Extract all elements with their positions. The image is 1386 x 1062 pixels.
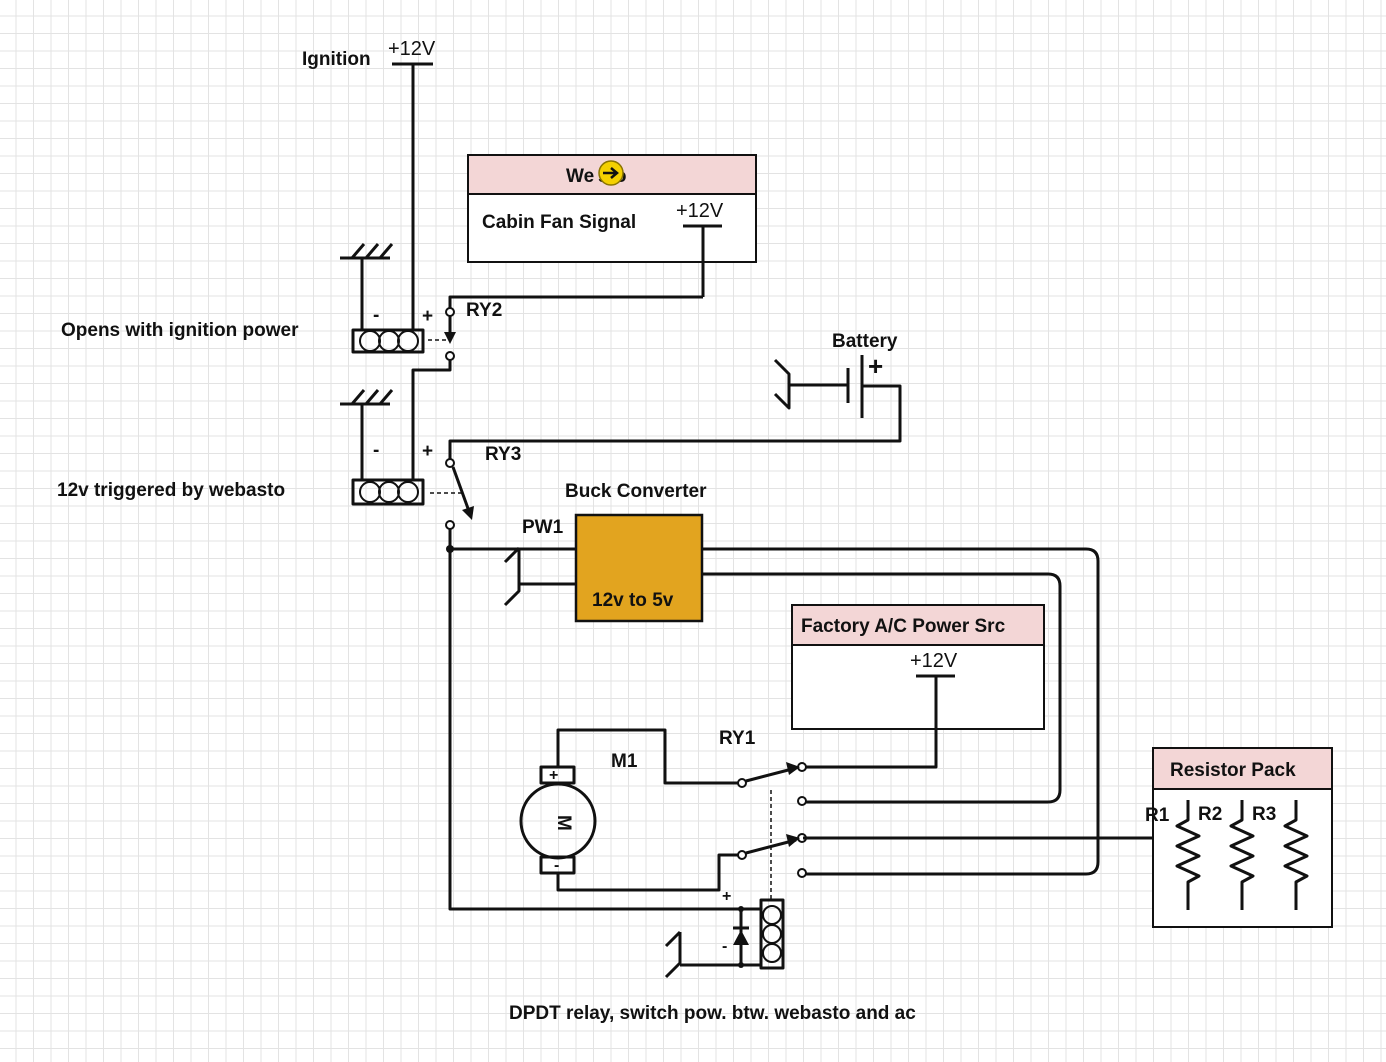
ac-voltage-label: +12V (910, 650, 958, 672)
resistor-title: Resistor Pack (1170, 760, 1296, 781)
battery-plus: + (868, 351, 883, 381)
relay-ry1: RY1 + - (664, 728, 807, 979)
buck-title: Buck Converter (565, 481, 707, 502)
webasto-voltage-label: +12V (676, 200, 724, 222)
pw1-label: PW1 (522, 517, 564, 538)
resistor-pack: Resistor Pack R1 R2 R3 (1145, 747, 1333, 928)
motor-minus: - (554, 857, 559, 874)
r1-label: R1 (1145, 805, 1170, 826)
resistor-r3 (1283, 800, 1309, 910)
ry1-plus: + (722, 888, 731, 905)
ry3-note: 12v triggered by webasto (57, 480, 285, 501)
r2-label: R2 (1198, 804, 1222, 825)
arrow-cursor-icon (598, 160, 624, 186)
motor-symbol: M (553, 815, 574, 831)
ry1-minus: - (722, 938, 727, 955)
m1-label: M1 (611, 751, 638, 772)
ry2-plus: + (422, 306, 433, 327)
ry2-minus: - (373, 305, 379, 326)
motor-m1: + - M M1 (519, 728, 738, 892)
ac-title: Factory A/C Power Src (801, 616, 1006, 637)
battery-label: Battery (832, 331, 898, 352)
webasto-box: We sto Cabin Fan Signal +12V (467, 154, 757, 297)
diagram-caption: DPDT relay, switch pow. btw. webasto and… (509, 1003, 916, 1024)
resistor-r2 (1229, 800, 1255, 910)
relay-ry3: - + RY3 12v triggered by webasto (57, 389, 521, 530)
resistor-r1 (1175, 800, 1201, 910)
ry1-label: RY1 (719, 728, 756, 749)
buck-text: 12v to 5v (592, 590, 674, 611)
ry3-label: RY3 (485, 444, 521, 465)
ry3-plus: + (422, 441, 433, 462)
buck-converter: Buck Converter PW1 12v to 5v (503, 481, 707, 623)
ry2-label: RY2 (466, 300, 502, 321)
ignition-supply: Ignition +12V (302, 38, 436, 330)
relay-ry2: - + RY2 Opens with ignition power (61, 243, 502, 361)
ignition-voltage-label: +12V (388, 38, 436, 60)
battery: + Battery (448, 331, 902, 459)
ry2-note: Opens with ignition power (61, 320, 299, 341)
ignition-label: Ignition (302, 49, 371, 70)
motor-plus: + (549, 767, 558, 784)
factory-ac-box: Factory A/C Power Src +12V (791, 604, 1045, 769)
r3-label: R3 (1252, 804, 1276, 825)
ry3-minus: - (373, 440, 379, 461)
webasto-signal-label: Cabin Fan Signal (482, 212, 636, 233)
